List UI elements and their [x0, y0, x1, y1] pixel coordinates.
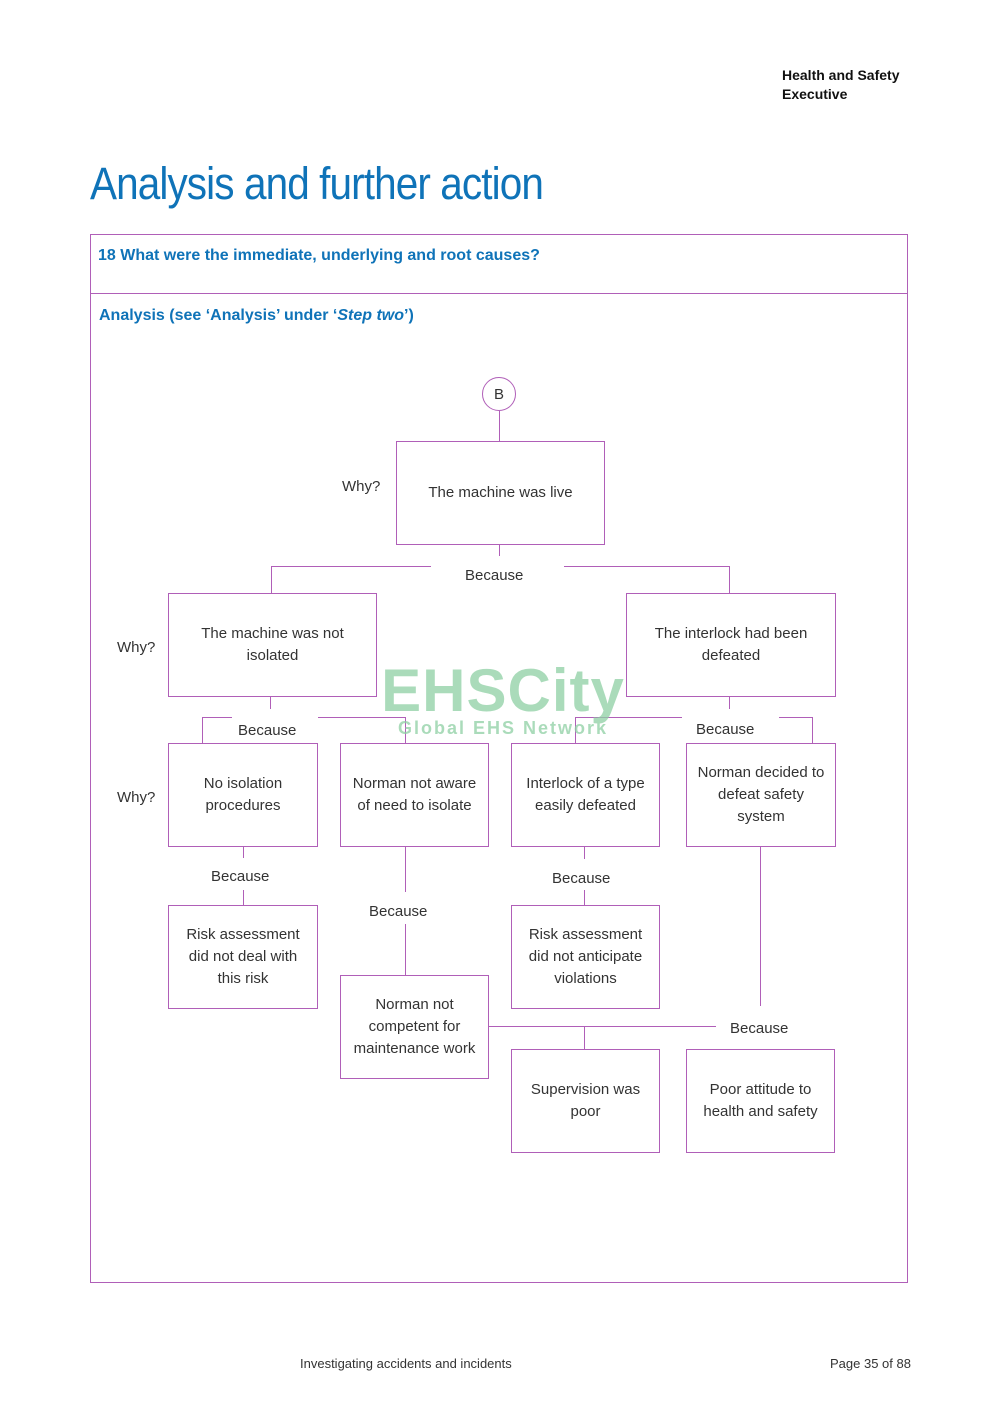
because-label: Because: [463, 567, 526, 584]
line-to-supervision: [584, 1026, 585, 1049]
line-to-not-aware: [405, 717, 406, 743]
subhead-suffix: ’): [404, 307, 414, 324]
line-to-risk-not-anticipate: [584, 890, 585, 905]
question-heading: 18 What were the immediate, underlying a…: [98, 247, 540, 264]
why-label: Why?: [342, 478, 381, 495]
box-poor-attitude: Poor attitude to health and safety: [686, 1049, 835, 1153]
because-label: Because: [694, 721, 757, 738]
box-not-aware: Norman not aware of need to isolate: [340, 743, 489, 847]
line-to-not-isolated: [271, 566, 272, 593]
line-interlock-type-down: [584, 846, 585, 859]
analysis-subheading: Analysis (see ‘Analysis’ under ‘Step two…: [99, 307, 414, 325]
line-to-risk-not-deal: [243, 890, 244, 905]
box-interlock-defeated: The interlock had been defeated: [626, 593, 836, 697]
line-to-interlock-defeated: [729, 566, 730, 593]
line-to-interlock-type: [575, 717, 576, 743]
line-branch-3-left: [575, 717, 682, 718]
line-not-aware-down: [405, 846, 406, 892]
subhead-prefix: Analysis (see ‘Analysis’ under ‘: [99, 307, 338, 324]
because-label: Because: [209, 868, 272, 885]
line-branch-2-right: [318, 717, 406, 718]
because-label: Because: [550, 870, 613, 887]
subhead-step-two: Step two: [337, 307, 404, 324]
box-interlock-type: Interlock of a type easily defeated: [511, 743, 660, 847]
organisation-line-1: Health and Safety: [782, 67, 900, 83]
organisation-name: Health and Safety Executive: [782, 66, 899, 104]
panel-divider: [91, 293, 907, 294]
line-to-no-isolation: [202, 717, 203, 743]
why-label: Why?: [117, 639, 156, 656]
line-because-bar: [488, 1026, 716, 1027]
line-branch-2-left: [202, 717, 232, 718]
box-decided-defeat: Norman decided to defeat safety system: [686, 743, 836, 847]
connector-b: B: [482, 377, 516, 411]
footer-page-number: Page 35 of 88: [830, 1356, 911, 1371]
line-interlock-defeated-down: [729, 697, 730, 709]
line-not-isolated-down: [270, 697, 271, 709]
line-live-down: [499, 544, 500, 556]
box-supervision-poor: Supervision was poor: [511, 1049, 660, 1153]
line-b-to-live: [499, 411, 500, 441]
line-branch-1-left: [271, 566, 431, 567]
box-risk-not-anticipate: Risk assessment did not anticipate viola…: [511, 905, 660, 1009]
line-branch-3-right: [779, 717, 813, 718]
line-no-isolation-down: [243, 846, 244, 858]
because-label: Because: [236, 722, 299, 739]
box-machine-live: The machine was live: [396, 441, 605, 545]
analysis-panel: 18 What were the immediate, underlying a…: [90, 234, 908, 1283]
page-title: Analysis and further action: [90, 158, 544, 209]
organisation-line-2: Executive: [782, 86, 848, 102]
line-to-decided-defeat: [812, 717, 813, 743]
line-to-not-competent: [405, 924, 406, 975]
line-decided-defeat-down: [760, 846, 761, 1006]
box-not-competent: Norman not competent for maintenance wor…: [340, 975, 489, 1079]
box-not-isolated: The machine was not isolated: [168, 593, 377, 697]
because-label: Because: [367, 903, 430, 920]
line-branch-1-right: [564, 566, 730, 567]
box-risk-not-deal: Risk assessment did not deal with this r…: [168, 905, 318, 1009]
because-label: Because: [728, 1020, 791, 1037]
why-label: Why?: [117, 789, 156, 806]
box-no-isolation: No isolation procedures: [168, 743, 318, 847]
footer-document-title: Investigating accidents and incidents: [300, 1356, 512, 1371]
